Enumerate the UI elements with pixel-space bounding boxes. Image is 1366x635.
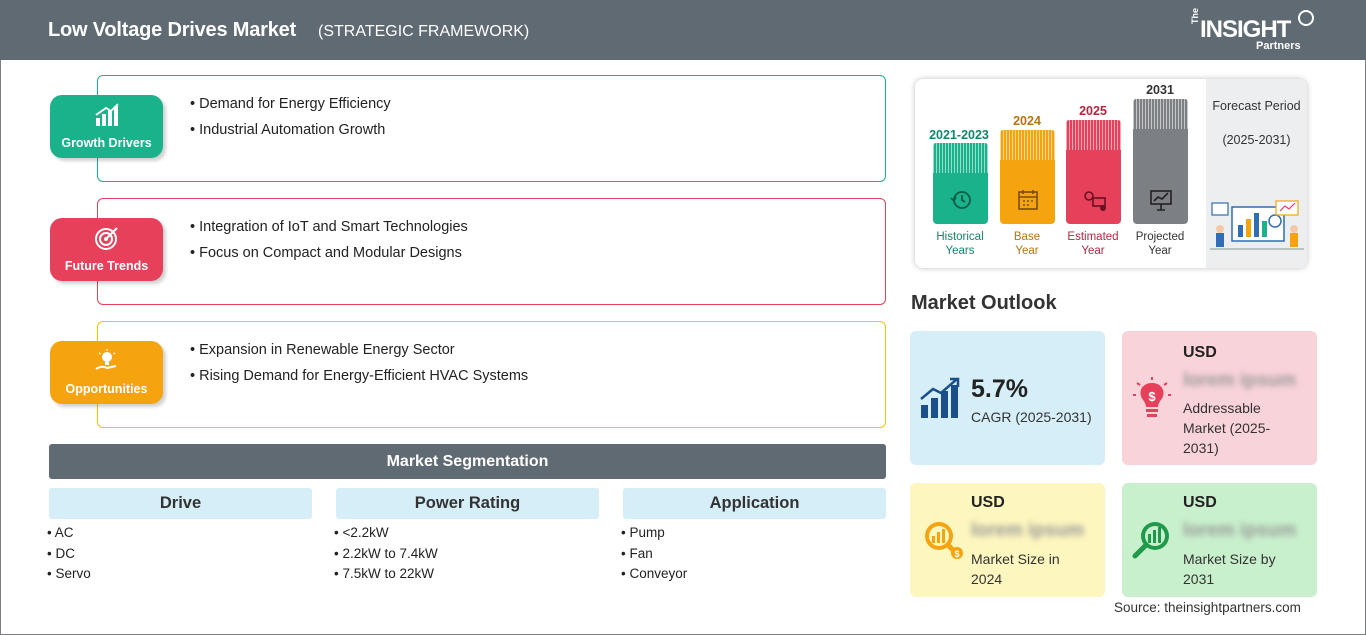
growth-drivers-list: • Demand for Energy Efficiency • Industr… [190,96,391,148]
opportunities-list: • Expansion in Renewable Energy Sector •… [190,342,528,394]
list-item: • 7.5kW to 22kW [334,566,435,581]
future-trends-list: • Integration of IoT and Smart Technolog… [190,219,468,271]
future-trends-badge: Future Trends [50,218,163,281]
timeline-bar-projected [1133,99,1188,224]
timeline-bar-base [1000,130,1055,224]
currency-label: USD [1183,344,1217,361]
cagr-label: CAGR (2025-2031) [971,409,1092,425]
magnifier-chart-icon: $ [925,522,963,559]
source-citation: Source: theinsightpartners.com [1114,600,1301,615]
magnifier-bars-icon [1132,522,1169,559]
list-item: • AC [47,525,74,540]
market-size-2024-label: Market Size in 2024 [971,551,1060,587]
lightbulb-hand-icon [95,349,117,370]
growth-drivers-badge: Growth Drivers [50,95,163,158]
list-item: • Industrial Automation Growth [190,122,386,138]
segment-heading: Power Rating [336,488,599,519]
forecast-title: Forecast Period [1212,99,1301,113]
timeline-bar-estimated [1066,120,1121,224]
market-size-2031-box: USD lorem ipsum Market Size by 2031 [1122,483,1317,597]
svg-text:$: $ [954,549,959,559]
opportunities-card: • Expansion in Renewable Energy Sector •… [97,321,886,428]
page-subtitle: (STRATEGIC FRAMEWORK) [318,23,530,40]
list-item: • Focus on Compact and Modular Designs [190,245,462,261]
future-trends-label: Future Trends [64,259,149,273]
segment-application: Application • Pump • Fan • Conveyor [621,488,886,587]
timeline-year: 2031 [1146,83,1174,97]
history-icon [950,191,971,209]
opportunities-label: Opportunities [65,382,148,396]
timeline-year: 2024 [1013,114,1041,128]
logo-ring-icon [1298,10,1314,26]
svg-text:$: $ [1148,389,1156,404]
market-size-2024-box: $ USD lorem ipsum Market Size in 2024 [910,483,1105,597]
currency-label: USD [1183,494,1217,511]
market-segmentation-bar: Market Segmentation [49,444,886,479]
insight-partners-logo[interactable]: The INSIGHT Partners [1190,7,1320,54]
gear-chart-icon [1084,191,1106,211]
redacted-value: lorem ipsum [1183,520,1296,541]
addressable-market-label: Addressable Market (2025-2031) [1183,400,1271,456]
calendar-icon [1018,190,1038,210]
list-item: • Expansion in Renewable Energy Sector [190,342,455,358]
cagr-box: 5.7% CAGR (2025-2031) [910,331,1105,465]
list-item: • Servo [47,566,91,581]
currency-label: USD [971,494,1005,511]
logo-partners: Partners [1256,40,1301,52]
market-size-2031-label: Market Size by 2031 [1183,551,1276,587]
redacted-value: lorem ipsum [971,520,1084,541]
list-item: • <2.2kW [334,525,389,540]
list-item: • Demand for Energy Efficiency [190,96,391,112]
segment-power-rating: Power Rating • <2.2kW • 2.2kW to 7.4kW •… [334,488,599,587]
list-item: • Pump [621,525,665,540]
cagr-value: 5.7% [971,375,1028,403]
logo-the: The [1190,7,1200,24]
addressable-market-box: $ USD lorem ipsum Addressable Market (20… [1122,331,1317,465]
logo-insight: INSIGHT [1200,16,1291,43]
timeline-bar-historical [933,143,988,224]
segment-drive: Drive • AC • DC • Servo [47,488,312,587]
opportunities-badge: Opportunities [50,341,163,404]
analyst-dashboard-icon [1210,200,1304,250]
growth-bars-icon [95,103,119,126]
list-item: • Conveyor [621,566,688,581]
timeline-year: 2025 [1079,104,1107,118]
list-item: • DC [47,545,75,561]
list-item: • 2.2kW to 7.4kW [334,545,438,561]
list-item: • Fan [621,545,653,561]
forecast-period: (2025-2031) [1222,133,1291,147]
future-trends-card: • Integration of IoT and Smart Technolog… [97,198,886,305]
segment-heading: Application [623,488,886,519]
timeline-year: 2021-2023 [929,128,989,142]
redacted-value: lorem ipsum [1183,370,1296,391]
list-item: • Rising Demand for Energy-Efficient HVA… [190,368,529,384]
segment-heading: Drive [49,488,312,519]
growth-drivers-label: Growth Drivers [61,136,152,150]
target-icon [95,227,118,250]
header-bar: Low Voltage Drives Market (STRATEGIC FRA… [0,0,1366,60]
presentation-icon [1150,190,1172,211]
forecast-period-panel: Forecast Period (2025-2031) [1206,79,1307,268]
growth-chart-icon [920,377,960,418]
growth-drivers-card: • Demand for Energy Efficiency • Industr… [97,75,886,182]
page-title: Low Voltage Drives Market [48,19,297,41]
dollar-bulb-icon: $ [1133,377,1171,417]
list-item: • Integration of IoT and Smart Technolog… [190,219,468,235]
market-outlook-title: Market Outlook [911,292,1057,314]
